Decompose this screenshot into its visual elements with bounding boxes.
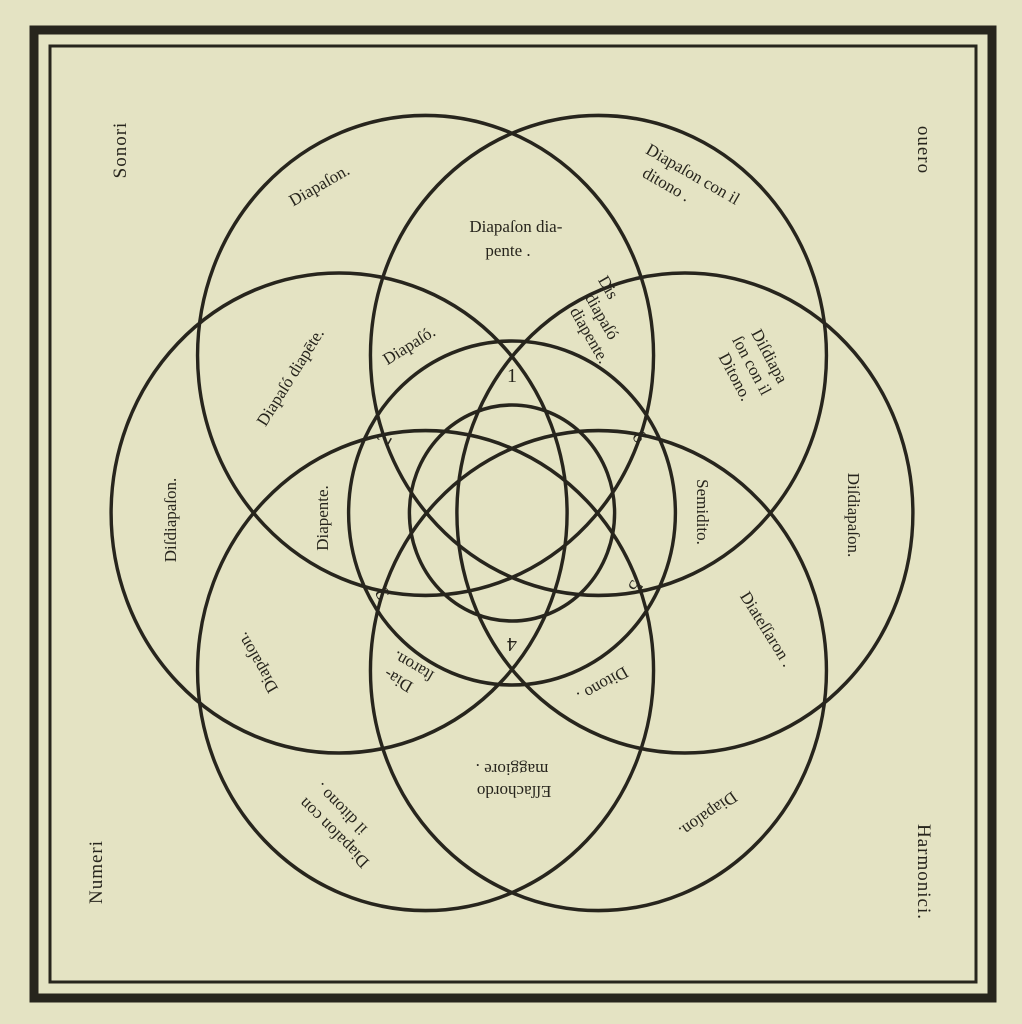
label-diapason-top: Diapaſon. <box>286 160 353 210</box>
corner-label-numeri: Numeri <box>86 840 107 904</box>
circle-top-right <box>368 113 829 598</box>
corner-label-harmonici: Harmonici. <box>913 824 934 920</box>
label-disdiapason-con-il-ditono: Diſdiapa ſon con il Ditono. <box>711 323 795 411</box>
label-diapason-lower-left: Diapaſon. <box>232 629 282 696</box>
circle-top-left <box>195 113 656 598</box>
circle-right <box>455 271 915 755</box>
label-diapaso: Diapaſó. <box>379 322 438 369</box>
number-1: 1 <box>507 365 517 387</box>
label-essachordo-maggiore: Eſſachordo maggiore . <box>473 760 552 801</box>
circle-bottom-right <box>368 428 829 913</box>
label-disdiapason-left: Diſdiapaſon. <box>161 478 180 563</box>
inner-circle <box>407 403 617 623</box>
middle-circle <box>346 339 678 687</box>
corner-label-ouero: ouero <box>913 126 934 174</box>
corner-label-sonori: Sonori <box>110 122 131 179</box>
number-3: 3 <box>371 583 395 603</box>
number-4: 4 <box>507 633 517 655</box>
inner-frame <box>48 44 978 984</box>
label-diapason-con-il-ditono-bottom: Diapaſon con il ditono . <box>292 776 388 872</box>
label-diapason-diapente-top: Diapaſon dia- pente . <box>469 217 566 260</box>
label-diatessaron-inner: Dia- ſtaron. <box>377 646 437 703</box>
label-diapason-bottom-right: Diapaſon. <box>675 788 740 842</box>
label-diapente: Diapente. <box>313 485 332 551</box>
label-diatessaron-right: Diateſſaron . <box>736 588 797 670</box>
circle-left <box>109 271 569 755</box>
outer-frame <box>29 25 997 1003</box>
label-semidito: Semidito. <box>693 479 712 545</box>
label-dis-diapaso-diapente: Dis diapaſó diapente. <box>560 272 649 366</box>
label-diapason-con-il-ditono-top: Diapaſon con il ditono . <box>632 140 747 230</box>
label-diapaso-diapente: Diapaſó diapēte. <box>253 325 328 430</box>
circle-bottom-left <box>195 428 656 913</box>
label-disdiapason-right: Diſdiapaſon. <box>844 473 863 558</box>
